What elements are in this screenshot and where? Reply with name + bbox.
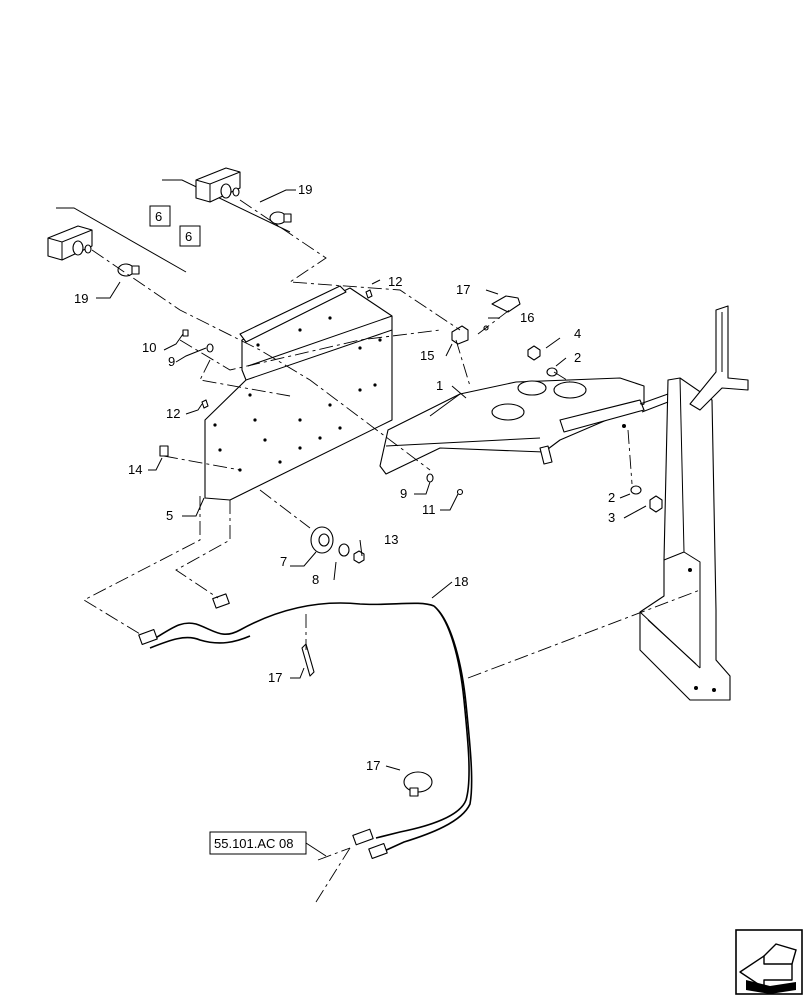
callout-9b: 9 — [400, 486, 407, 501]
center-lines — [83, 199, 701, 903]
callout-6a: 6 — [155, 209, 162, 224]
frame-post — [639, 305, 749, 701]
navigation-arrow-icon[interactable] — [735, 929, 803, 995]
callout-labels: 19 19 12 17 16 4 15 2 10 9 1 12 14 9 2 1… — [74, 182, 615, 773]
callout-19b: 19 — [74, 291, 88, 306]
callout-16: 16 — [520, 310, 534, 325]
lamp-assembly-group: 6 6 — [47, 167, 292, 277]
callout-18: 18 — [454, 574, 468, 589]
leader-lines — [96, 189, 647, 771]
callout-6b: 6 — [185, 229, 192, 244]
callout-4: 4 — [574, 326, 581, 341]
lamp-housing-lower — [47, 225, 93, 261]
callout-box-6b — [179, 225, 201, 247]
callout-2b: 2 — [608, 490, 615, 505]
callout-10: 10 — [142, 340, 156, 355]
callout-5: 5 — [166, 508, 173, 523]
callout-17c: 17 — [366, 758, 380, 773]
lamp-housing-upper — [195, 167, 241, 203]
callout-13: 13 — [384, 532, 398, 547]
callout-8: 8 — [312, 572, 319, 587]
callout-17b: 17 — [268, 670, 282, 685]
callout-1: 1 — [436, 378, 443, 393]
callout-11: 11 — [422, 502, 436, 517]
callout-12a: 12 — [388, 274, 402, 289]
callout-12b: 12 — [166, 406, 180, 421]
callout-3: 3 — [608, 510, 615, 525]
callout-9a: 9 — [168, 354, 175, 369]
callout-7: 7 — [280, 554, 287, 569]
reference-box[interactable]: 55.101.AC 08 — [209, 831, 327, 857]
callout-17a: 17 — [456, 282, 470, 297]
callout-14: 14 — [128, 462, 142, 477]
reference-label: 55.101.AC 08 — [214, 836, 294, 851]
bulb-upper — [269, 211, 292, 225]
callout-15: 15 — [420, 348, 434, 363]
clip-top — [491, 295, 521, 313]
callout-box-6a — [149, 205, 171, 227]
callout-2a: 2 — [574, 350, 581, 365]
mounting-plate — [204, 285, 393, 501]
bulb-lower — [117, 263, 140, 277]
hardware-items — [159, 289, 663, 797]
bracket — [379, 377, 645, 475]
wiring-harness — [138, 593, 473, 859]
callout-19a: 19 — [298, 182, 312, 197]
